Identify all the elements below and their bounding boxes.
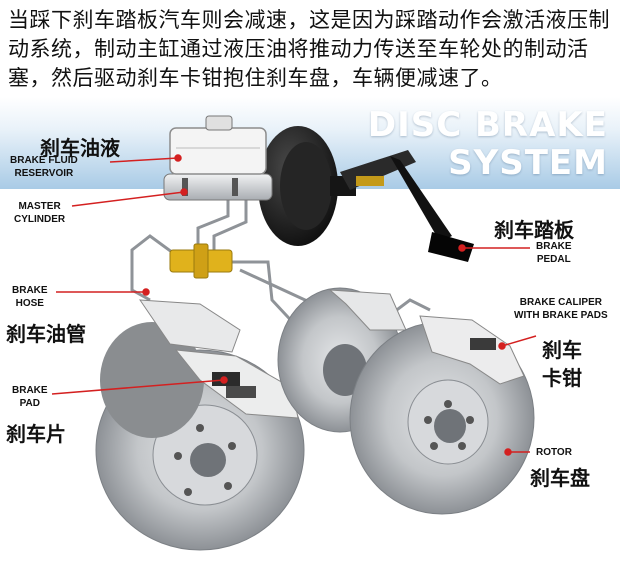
- label-rotor-cn: 刹车盘: [530, 466, 590, 490]
- label-hose-en-line2: HOSE: [15, 298, 44, 309]
- line-left-hose: [130, 234, 181, 302]
- label-rotor-en: ROTOR: [536, 447, 572, 458]
- proportioning-valve: [169, 243, 233, 279]
- label-pad-cn: 刹车片: [6, 422, 66, 446]
- label-master-cylinder-en: MASTER CYLINDER: [14, 200, 65, 226]
- diagram-title-line1: DISC BRAKE: [367, 105, 608, 145]
- label-pad-en-line2: PAD: [19, 398, 40, 409]
- leader-master-cylinder: [71, 191, 185, 207]
- label-master-cylinder-en-line1: MASTER: [18, 201, 61, 212]
- label-caliper-en: BRAKE CALIPER WITH BRAKE PADS: [514, 296, 608, 322]
- line-master-to-valve-2: [212, 198, 248, 250]
- label-hose-en: BRAKE HOSE: [12, 284, 48, 310]
- label-caliper-en-line2: WITH BRAKE PADS: [514, 310, 608, 321]
- label-caliper-cn-line2: 卡钳: [542, 366, 582, 390]
- label-pad-en-line1: BRAKE: [12, 385, 48, 396]
- line-master-to-valve: [196, 198, 230, 250]
- label-master-cylinder-en-line2: CYLINDER: [14, 214, 66, 225]
- label-caliper-cn-line1: 刹车: [542, 338, 582, 362]
- label-reservoir-cn: 刹车油液: [40, 136, 120, 160]
- diagram-title-line2: SYSTEM: [448, 143, 608, 183]
- brake-pedal-assembly: [340, 150, 474, 262]
- label-hose-cn: 刹车油管: [6, 322, 86, 346]
- leader-reservoir: [109, 157, 179, 163]
- label-reservoir-en-line1: BRAKE FLUID: [10, 155, 78, 166]
- label-pedal-en-line1: BRAKE: [536, 241, 572, 252]
- label-reservoir-en-line2: RESERVOIR: [14, 168, 74, 179]
- caliper-front-right: [419, 315, 525, 385]
- label-hose-en-line1: BRAKE: [12, 285, 48, 296]
- brake-booster: [258, 126, 356, 246]
- label-pad-en: BRAKE PAD: [12, 384, 48, 410]
- intro-paragraph: 当踩下刹车踏板汽车则会减速，这是因为踩踏动作会激活液压制动系统，制动主缸通过液压…: [8, 8, 610, 90]
- label-caliper-en-line1: BRAKE CALIPER: [519, 297, 602, 308]
- label-pedal-en-line2: PEDAL: [536, 254, 571, 265]
- leader-caliper: [501, 335, 537, 347]
- leader-lines: [51, 154, 537, 456]
- label-pedal-cn: 刹车踏板: [494, 218, 574, 242]
- master-cylinder: [163, 173, 273, 201]
- label-reservoir-en: BRAKE FLUID RESERVOIR: [10, 154, 78, 180]
- leader-pad: [51, 379, 225, 395]
- fluid-reservoir: [169, 115, 267, 175]
- caliper-front-left: [100, 299, 299, 438]
- label-pedal-en: BRAKE PEDAL: [536, 240, 572, 266]
